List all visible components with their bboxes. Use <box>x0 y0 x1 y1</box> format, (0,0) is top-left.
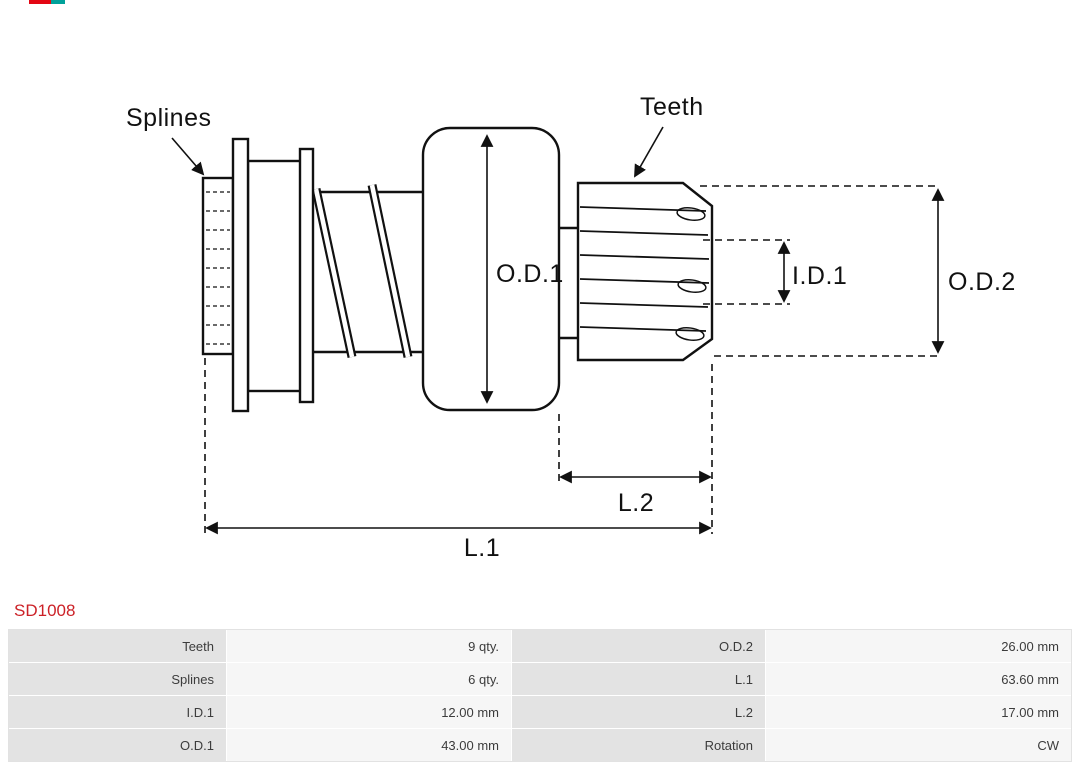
logo-red-segment <box>29 0 51 4</box>
splines-leader-arrow <box>171 137 205 176</box>
l2-label: L.2 <box>618 489 654 517</box>
part-number: SD1008 <box>14 601 76 620</box>
id1-label: I.D.1 <box>792 262 847 290</box>
spec-value: CW <box>766 729 1071 761</box>
spec-value: 9 qty. <box>227 630 512 662</box>
od1-label: O.D.1 <box>496 260 564 288</box>
spec-value: 26.00 mm <box>766 630 1071 662</box>
teeth-label: Teeth <box>640 93 704 121</box>
od2-label: O.D.2 <box>948 268 1016 296</box>
spec-label: L.1 <box>512 663 766 695</box>
teeth-leader-arrow <box>634 126 664 178</box>
l1-label: L.1 <box>464 534 500 562</box>
spec-value: 43.00 mm <box>227 729 512 761</box>
spec-label: Teeth <box>9 630 227 662</box>
spec-value: 12.00 mm <box>227 696 512 728</box>
spec-label: O.D.1 <box>9 729 227 761</box>
spec-label: O.D.2 <box>512 630 766 662</box>
table-row: Splines 6 qty. L.1 63.60 mm <box>9 662 1071 695</box>
flange-disc-1 <box>231 137 250 413</box>
pinion-gear <box>576 181 714 362</box>
table-row: O.D.1 43.00 mm Rotation CW <box>9 728 1071 761</box>
collar-body <box>246 159 304 393</box>
diagram-labels: Splines Teeth O.D.1 I.D.1 O.D.2 L.2 L.1 <box>126 93 1016 562</box>
table-row: I.D.1 12.00 mm L.2 17.00 mm <box>9 695 1071 728</box>
neck <box>559 226 579 340</box>
spec-label: Rotation <box>512 729 766 761</box>
logo-teal-segment <box>51 0 65 4</box>
spec-value: 63.60 mm <box>766 663 1071 695</box>
spec-label: L.2 <box>512 696 766 728</box>
table-row: Teeth 9 qty. O.D.2 26.00 mm <box>9 630 1071 662</box>
spec-label: Splines <box>9 663 227 695</box>
spec-value: 6 qty. <box>227 663 512 695</box>
splines-label: Splines <box>126 104 212 132</box>
spring <box>311 184 413 358</box>
spec-table: Teeth 9 qty. O.D.2 26.00 mm Splines 6 qt… <box>8 629 1072 762</box>
spec-label: I.D.1 <box>9 696 227 728</box>
technical-diagram: Splines Teeth O.D.1 I.D.1 O.D.2 L.2 L.1 <box>126 93 1016 562</box>
splined-shaft-end <box>201 176 235 356</box>
logo-mark <box>29 0 65 4</box>
flange-disc-2 <box>298 147 315 404</box>
construction-lines <box>204 185 940 534</box>
dimension-arrows <box>171 126 945 535</box>
spec-value: 17.00 mm <box>766 696 1071 728</box>
